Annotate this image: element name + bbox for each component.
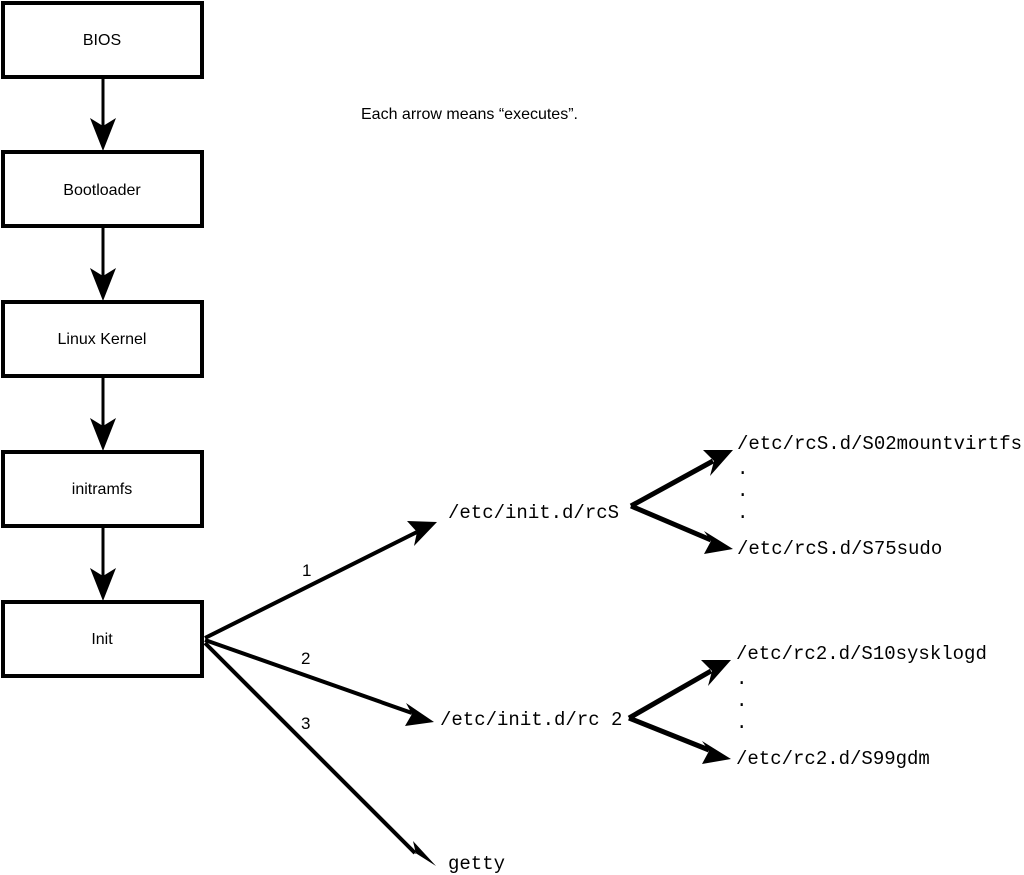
arrow-init-to-getty bbox=[203, 641, 436, 866]
branch-number-1: 1 bbox=[302, 561, 311, 580]
script-rcs-label: /etc/init.d/rcS bbox=[448, 502, 619, 524]
rcs-child-last-label: /etc/rcS.d/S75sudo bbox=[737, 538, 942, 560]
arrow-init-to-rc2 bbox=[204, 638, 434, 726]
rcs-child-first-label: /etc/rcS.d/S02mountvirtfs bbox=[737, 433, 1022, 455]
rc2-ellipsis-dot-3: . bbox=[736, 712, 747, 734]
arrow-bootloader-to-kernel bbox=[90, 226, 116, 301]
arrow-rcs-to-first-child bbox=[629, 450, 733, 509]
rc2-ellipsis-dot-2: . bbox=[736, 690, 747, 712]
init-box[interactable] bbox=[1, 600, 204, 678]
arrow-rc2-to-last-child bbox=[628, 715, 731, 764]
caption-text: Each arrow means “executes”. bbox=[361, 106, 578, 123]
node-bootloader[interactable]: Bootloader bbox=[1, 150, 204, 228]
rcs-ellipsis-dot-2: . bbox=[737, 480, 748, 502]
script-getty-label: getty bbox=[448, 853, 505, 875]
arrow-rcs-to-last-child bbox=[630, 503, 733, 554]
rc2-child-first-label: /etc/rc2.d/S10sysklogd bbox=[736, 643, 987, 665]
initramfs-label: initramfs bbox=[72, 481, 132, 498]
arrow-kernel-to-initramfs bbox=[90, 376, 116, 451]
rc2-ellipsis-dot-1: . bbox=[736, 668, 747, 690]
bios-label: BIOS bbox=[83, 32, 121, 49]
branch-number-3: 3 bbox=[301, 714, 310, 733]
arrow-bios-to-bootloader bbox=[90, 77, 116, 151]
rcs-ellipsis-dot-1: . bbox=[737, 458, 748, 480]
node-init[interactable]: Init bbox=[1, 600, 204, 678]
rc2-child-last-label: /etc/rc2.d/S99gdm bbox=[736, 748, 930, 770]
initramfs-box[interactable] bbox=[1, 450, 204, 528]
arrow-initramfs-to-init bbox=[90, 526, 116, 601]
rcs-ellipsis-dot-3: . bbox=[737, 502, 748, 524]
arrow-init-to-rcs bbox=[204, 521, 437, 640]
node-linux-kernel[interactable]: Linux Kernel bbox=[1, 300, 204, 378]
script-rc2-label: /etc/init.d/rc 2 bbox=[440, 709, 622, 731]
node-bios[interactable]: BIOS bbox=[1, 1, 204, 79]
branch-number-2: 2 bbox=[301, 649, 310, 668]
bios-box[interactable] bbox=[1, 1, 204, 79]
bootloader-label: Bootloader bbox=[63, 182, 141, 199]
node-initramfs[interactable]: initramfs bbox=[1, 450, 204, 528]
arrow-rc2-to-first-child bbox=[627, 660, 731, 721]
init-label: Init bbox=[91, 631, 113, 648]
linux-kernel-label: Linux Kernel bbox=[58, 331, 147, 348]
